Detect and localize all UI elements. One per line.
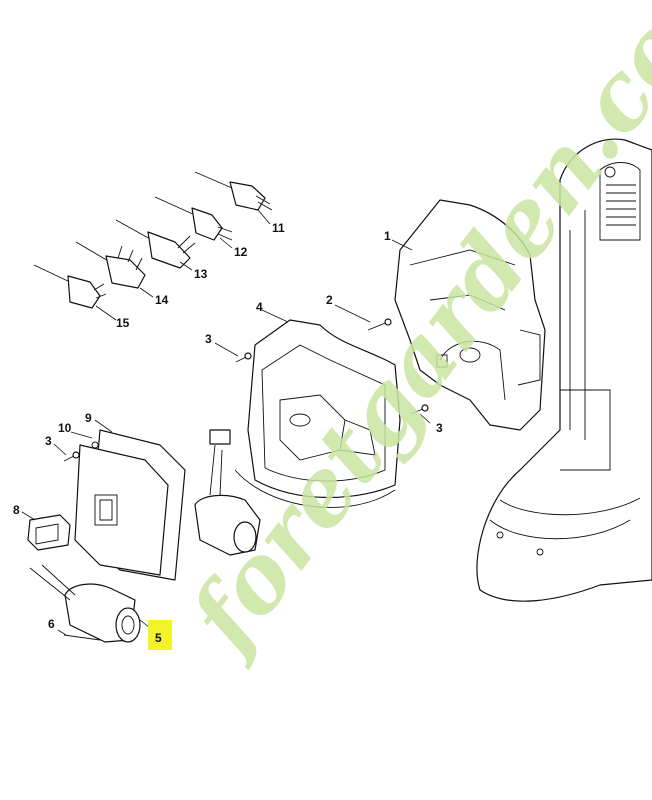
capacitor-assembly <box>194 429 261 556</box>
part-5-capacitor <box>29 564 141 643</box>
machine-body <box>476 138 652 602</box>
callout-14: 14 <box>155 293 169 307</box>
callout-5-highlight <box>148 620 172 650</box>
part-1-upper-housing <box>394 199 546 431</box>
callout-3-housing: 3 <box>436 421 443 435</box>
callout-5: 5 <box>155 631 162 645</box>
callout-1: 1 <box>384 229 391 243</box>
part-4-fan-housing <box>234 319 401 508</box>
plug-11 <box>194 171 273 211</box>
callout-3-fan: 3 <box>205 332 212 346</box>
callout-6: 6 <box>48 617 55 631</box>
plug-14 <box>75 241 146 289</box>
callout-10: 10 <box>58 421 72 435</box>
callout-13: 13 <box>194 267 208 281</box>
callout-9: 9 <box>85 411 92 425</box>
callout-8: 8 <box>13 503 20 517</box>
plug-15 <box>33 264 107 309</box>
callout-4: 4 <box>256 300 263 314</box>
plug-13 <box>115 219 196 269</box>
screws <box>63 318 429 462</box>
part-6-wire-leads <box>63 634 101 641</box>
callout-labels: 1 2 3 3 3 4 5 6 8 9 10 11 12 13 14 15 <box>13 221 443 645</box>
part-9-10-control-box <box>74 429 186 581</box>
callout-3-box: 3 <box>45 434 52 448</box>
callout-15: 15 <box>116 316 130 330</box>
part-8-switch <box>27 514 71 551</box>
callout-11: 11 <box>272 221 285 235</box>
callout-12: 12 <box>234 245 248 259</box>
plug-12 <box>154 196 233 241</box>
callout-2: 2 <box>326 293 333 307</box>
